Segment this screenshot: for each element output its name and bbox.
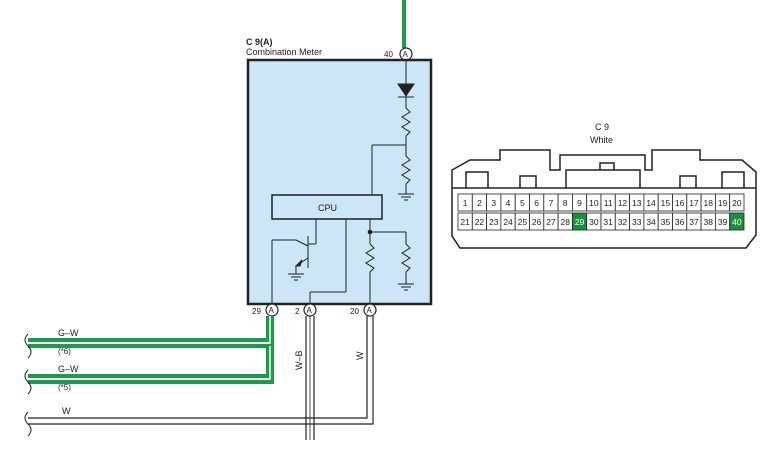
connector-cell-label-29: 29 bbox=[575, 217, 585, 227]
connector-cell-label-33: 33 bbox=[632, 217, 642, 227]
wire-gw-6-color: G–W bbox=[58, 328, 79, 338]
wire-wb-vertical-label: W–B bbox=[294, 350, 304, 370]
connector-color: White bbox=[590, 135, 613, 145]
connector-cell-label-18: 18 bbox=[704, 198, 714, 208]
cpu-label: CPU bbox=[318, 203, 337, 213]
pin-29-letter: A bbox=[269, 306, 275, 315]
connector-cell-label-1: 1 bbox=[463, 198, 468, 208]
wire-break-marks bbox=[24, 333, 32, 437]
connector-cell-label-12: 12 bbox=[618, 198, 628, 208]
connector-cell-label-24: 24 bbox=[503, 217, 513, 227]
connector-cell-label-4: 4 bbox=[506, 198, 511, 208]
connector-cell-40 bbox=[729, 212, 745, 231]
wire-w-vertical-label: W bbox=[355, 351, 365, 360]
combination-meter-box bbox=[246, 58, 433, 306]
connector-cell-label-34: 34 bbox=[646, 217, 656, 227]
pin-2-letter: A bbox=[307, 306, 313, 315]
wire-w bbox=[28, 316, 374, 425]
connector-cell-label-11: 11 bbox=[604, 198, 613, 208]
connector-code: C 9 bbox=[595, 122, 609, 132]
connector-cell-label-25: 25 bbox=[518, 217, 528, 227]
connector-cell-label-40: 40 bbox=[732, 217, 742, 227]
connector-cell-label-19: 19 bbox=[718, 198, 728, 208]
meter-name: Combination Meter bbox=[246, 47, 322, 57]
connector-cell-label-17: 17 bbox=[689, 198, 699, 208]
wire-gw-5 bbox=[28, 346, 274, 384]
connector-cell-label-3: 3 bbox=[491, 198, 496, 208]
pin-20-number: 20 bbox=[350, 307, 359, 316]
wire-gw-5-color: G–W bbox=[58, 364, 79, 374]
top-green-wire bbox=[402, 0, 406, 48]
connector-cell-20 bbox=[729, 193, 745, 212]
connector-cell-label-10: 10 bbox=[589, 198, 599, 208]
pin-2-number: 2 bbox=[295, 307, 300, 316]
pin-40-number: 40 bbox=[384, 50, 393, 59]
connector-cell-label-30: 30 bbox=[589, 217, 599, 227]
connector-cell-label-16: 16 bbox=[675, 198, 685, 208]
connector-cell-label-35: 35 bbox=[661, 217, 671, 227]
connector-cell-label-36: 36 bbox=[675, 217, 685, 227]
connector-cell-label-37: 37 bbox=[689, 217, 699, 227]
connector-cell-label-32: 32 bbox=[618, 217, 628, 227]
wire-wb bbox=[305, 316, 315, 440]
connector-cell-label-28: 28 bbox=[561, 217, 571, 227]
meter-code: C 9(A) bbox=[246, 37, 273, 47]
connector-cell-label-2: 2 bbox=[477, 198, 482, 208]
pin-29-number: 29 bbox=[252, 307, 261, 316]
diode-icon bbox=[397, 83, 415, 97]
connector-cell-label-5: 5 bbox=[520, 198, 525, 208]
connector-cell-label-20: 20 bbox=[732, 198, 742, 208]
wire-w-color: W bbox=[62, 406, 71, 416]
pin-20-marker bbox=[363, 303, 377, 317]
connector-cell-label-31: 31 bbox=[603, 217, 613, 227]
connector-cell-label-21: 21 bbox=[460, 217, 470, 227]
connector-cell-label-23: 23 bbox=[489, 217, 499, 227]
pin-20-letter: A bbox=[367, 306, 373, 315]
connector-cell-label-39: 39 bbox=[718, 217, 728, 227]
wire-gw-5-ref: (*5) bbox=[58, 383, 71, 392]
connector-housing bbox=[451, 149, 757, 249]
meter-internal-circuit bbox=[371, 60, 415, 201]
connector-cell-label-13: 13 bbox=[632, 198, 642, 208]
connector-cell-label-15: 15 bbox=[661, 198, 671, 208]
wire-gw-6-ref: (*6) bbox=[58, 347, 71, 356]
connector-cell-label-8: 8 bbox=[563, 198, 568, 208]
connector-cell-label-6: 6 bbox=[534, 198, 539, 208]
connector-cell-label-22: 22 bbox=[475, 217, 485, 227]
connector-cell-label-27: 27 bbox=[546, 217, 556, 227]
cpu-box bbox=[271, 194, 383, 220]
connector-cell-label-38: 38 bbox=[704, 217, 714, 227]
pin-40-letter: A bbox=[403, 50, 409, 59]
connector-cell-label-26: 26 bbox=[532, 217, 542, 227]
connector-cell-label-9: 9 bbox=[577, 198, 582, 208]
connector-cell-label-7: 7 bbox=[549, 198, 554, 208]
meter-lower-circuit bbox=[271, 219, 414, 304]
connector-cell-label-14: 14 bbox=[646, 198, 656, 208]
